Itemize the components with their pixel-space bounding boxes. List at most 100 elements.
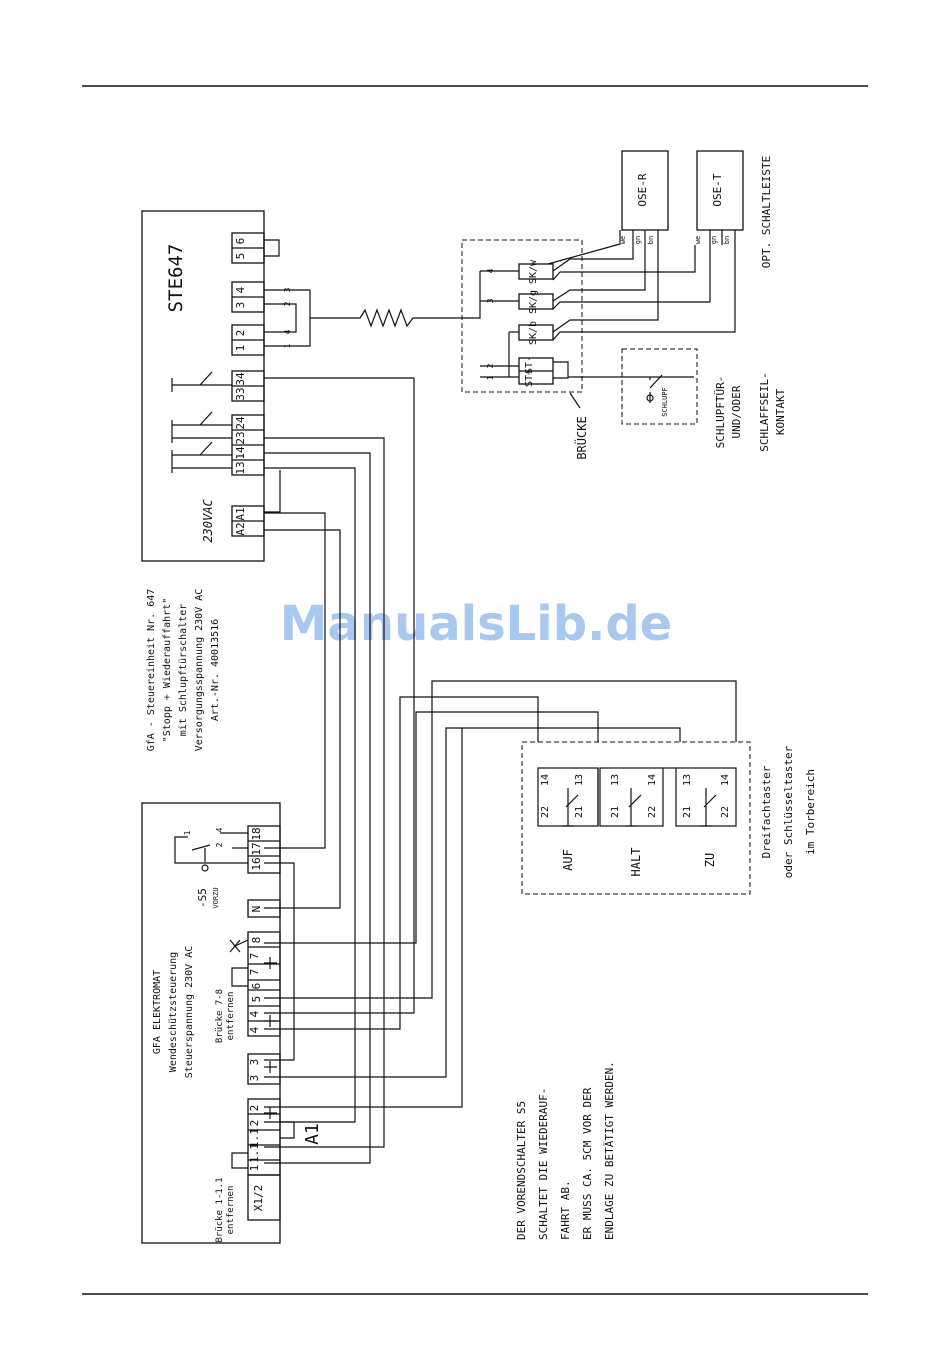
triple-button-labels: 14 13 22 21 13 14 21 22 13 14 21 22 AUF … bbox=[540, 774, 731, 876]
triple-button-caption: Dreifachtaster oder Schlüsseltaster im T… bbox=[760, 745, 817, 878]
svg-text:2: 2 bbox=[486, 363, 495, 368]
s5-labels: -S5 VORZU 1 2 4 bbox=[183, 827, 224, 908]
svg-text:Steuerspannung 230V AC: Steuerspannung 230V AC bbox=[184, 946, 195, 1078]
svg-text:bn: bn bbox=[723, 236, 731, 244]
bruecke11-note: Brücke 1-1.1 entfernen bbox=[215, 1177, 236, 1242]
ose-t-label: OSE-T bbox=[711, 173, 724, 206]
ste-description: GfA - Steuereinheit Nr. 647 "Stopp + Wie… bbox=[146, 589, 221, 752]
svg-text:22: 22 bbox=[647, 806, 658, 818]
svg-text:1: 1 bbox=[183, 830, 192, 835]
svg-text:im Torbereich: im Torbereich bbox=[804, 769, 817, 855]
bruecke78-note: Brücke 7-8 entfernen bbox=[215, 989, 236, 1043]
svg-text:oder Schlüsseltaster: oder Schlüsseltaster bbox=[782, 745, 795, 878]
interconnect-wires bbox=[264, 377, 737, 1164]
sk-w-label: SK/w bbox=[528, 259, 539, 284]
ste-terminal-3: 3 bbox=[234, 302, 247, 309]
svg-text:21: 21 bbox=[610, 806, 621, 818]
ste-terminal-a2: A2 bbox=[234, 522, 247, 535]
elektromat-unit bbox=[141, 802, 295, 1244]
svg-text:3: 3 bbox=[486, 298, 495, 303]
el-terminal-3b: 3 bbox=[248, 1075, 261, 1082]
button-zu-label: ZU bbox=[703, 853, 717, 867]
el-terminal-7a: 7 bbox=[248, 953, 261, 960]
ste-terminal-labels: 6 5 4 3 2 1 34 33 24 23 14 13 A1 A2 3 2 … bbox=[234, 238, 292, 536]
svg-text:Versorgungsspannung 230V AC: Versorgungsspannung 230V AC bbox=[194, 589, 205, 752]
el-terminal-6: 6 bbox=[250, 983, 263, 990]
el-terminal-4a: 4 bbox=[248, 1010, 261, 1017]
a1-label: A1 bbox=[302, 1123, 323, 1145]
ste-terminal-4: 4 bbox=[234, 286, 247, 293]
svg-text:ENDLAGE ZU BETÄTIGT WERDEN.: ENDLAGE ZU BETÄTIGT WERDEN. bbox=[603, 1061, 616, 1240]
svg-text:entfernen: entfernen bbox=[226, 1186, 236, 1235]
st-plus-label: ST+ bbox=[524, 369, 535, 387]
svg-text:Dreifachtaster: Dreifachtaster bbox=[760, 765, 773, 858]
svg-text:13: 13 bbox=[610, 774, 621, 786]
ste-bridge-num-2: 2 bbox=[283, 301, 292, 306]
ste-terminal-13: 13 bbox=[234, 461, 247, 474]
svg-text:GFA ELEKTROMAT: GFA ELEKTROMAT bbox=[152, 970, 163, 1054]
svg-text:14: 14 bbox=[720, 774, 731, 786]
el-terminal-1: 1 bbox=[248, 1165, 261, 1172]
st-minus-label: ST- bbox=[524, 356, 535, 374]
ste-bridge-num-3: 3 bbox=[283, 287, 292, 292]
sk-g-label: SK/g bbox=[528, 290, 539, 314]
el-terminal-4b: 4 bbox=[248, 1026, 261, 1033]
schlupf-contact: SCHLUPF bbox=[621, 348, 698, 425]
svg-text:4: 4 bbox=[486, 268, 495, 273]
ste-bridge-num-1: 1 bbox=[283, 343, 292, 348]
el-terminal-2a: 2 bbox=[248, 1105, 261, 1112]
schlupf-caption: SCHLUPFTÜR- UND/ODER SCHLAFFSEIL- KONTAK… bbox=[714, 372, 787, 451]
s5-note: DER VORENDSCHALTER S5 SCHALTET DIE WIEDE… bbox=[515, 1061, 616, 1240]
ste-terminal-24: 24 bbox=[234, 416, 247, 430]
svg-text:GfA - Steuereinheit Nr. 647: GfA - Steuereinheit Nr. 647 bbox=[146, 589, 157, 752]
ste-bridge-num-4: 4 bbox=[283, 329, 292, 334]
el-terminal-3a: 3 bbox=[248, 1059, 261, 1066]
ste-terminal-6: 6 bbox=[234, 238, 247, 245]
ste-terminal-1: 1 bbox=[234, 345, 247, 352]
ste-supply-voltage: 230VAC bbox=[201, 499, 215, 543]
ose-caption: OPT. SCHALTLEISTE bbox=[760, 156, 773, 269]
ose-t-box: OSE-T we gn bn bbox=[694, 150, 744, 245]
svg-text:14: 14 bbox=[540, 774, 551, 786]
svg-text:mit Schlupftürschalter: mit Schlupftürschalter bbox=[178, 604, 189, 736]
el-terminal-1-1a: 1.1 bbox=[248, 1128, 261, 1148]
el-terminal-x1-2: X1/2 bbox=[252, 1185, 265, 1212]
svg-text:22: 22 bbox=[540, 806, 551, 818]
el-terminal-17: 17 bbox=[250, 842, 263, 855]
svg-text:13: 13 bbox=[574, 774, 585, 786]
el-terminal-2b: 2 bbox=[248, 1120, 261, 1127]
svg-text:UND/ODER: UND/ODER bbox=[730, 385, 743, 438]
svg-text:1: 1 bbox=[486, 375, 495, 380]
ste-terminal-2: 2 bbox=[234, 330, 247, 337]
el-terminal-1-1b: 1.1 bbox=[248, 1143, 261, 1163]
el-terminal-7b: 7 bbox=[248, 969, 261, 976]
ose-r-label: OSE-R bbox=[636, 173, 649, 206]
ste-terminal-14: 14 bbox=[234, 446, 247, 460]
svg-text:DER VORENDSCHALTER S5: DER VORENDSCHALTER S5 bbox=[515, 1101, 528, 1240]
svg-text:KONTAKT: KONTAKT bbox=[774, 388, 787, 435]
el-terminal-5: 5 bbox=[250, 996, 263, 1003]
schlupf-label: SCHLUPF bbox=[661, 387, 669, 417]
svg-text:FAHRT AB.: FAHRT AB. bbox=[559, 1180, 572, 1240]
watermark: ManualsLib.de bbox=[280, 596, 672, 652]
svg-text:gn: gn bbox=[710, 236, 718, 244]
svg-text:bn: bn bbox=[647, 236, 655, 244]
svg-text:ER MUSS CA. 5CM VOR DER: ER MUSS CA. 5CM VOR DER bbox=[581, 1087, 594, 1240]
svg-text:2: 2 bbox=[215, 842, 224, 847]
svg-text:21: 21 bbox=[682, 806, 693, 818]
svg-text:21: 21 bbox=[574, 806, 585, 818]
ste-terminal-a1: A1 bbox=[234, 507, 247, 520]
svg-text:gn: gn bbox=[634, 236, 642, 244]
button-auf-label: AUF bbox=[561, 849, 575, 871]
svg-text:13: 13 bbox=[682, 774, 693, 786]
svg-text:Wendeschützsteuerung: Wendeschützsteuerung bbox=[168, 952, 179, 1072]
bruecke-label: BRÜCKE bbox=[573, 416, 589, 459]
resistor bbox=[310, 308, 462, 328]
svg-text:Brücke 7-8: Brücke 7-8 bbox=[215, 989, 225, 1043]
triple-button bbox=[521, 741, 751, 895]
ste-terminal-34: 34 bbox=[234, 372, 247, 386]
ste-terminal-33: 33 bbox=[234, 387, 247, 400]
svg-text:Art.-Nr. 40013516: Art.-Nr. 40013516 bbox=[210, 619, 221, 721]
svg-text:we: we bbox=[619, 236, 627, 244]
